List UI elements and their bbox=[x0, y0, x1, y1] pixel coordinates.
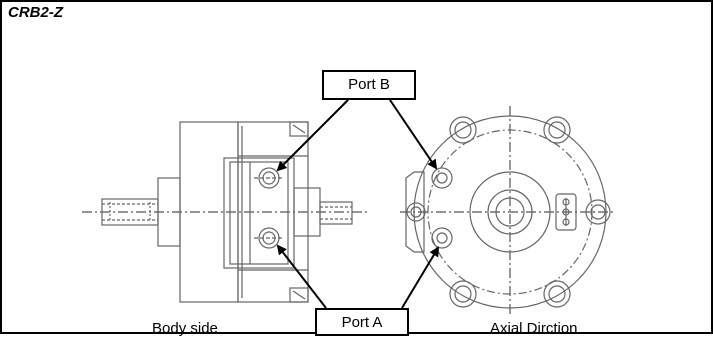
axial-direction-view bbox=[400, 106, 614, 316]
port-a-leader-axial bbox=[401, 246, 440, 309]
port-b-leader-axial bbox=[389, 99, 438, 170]
port-a-leader-body bbox=[276, 244, 327, 309]
body-side-view bbox=[82, 121, 370, 303]
axial-direction-label: Axial Dirction bbox=[490, 320, 578, 337]
port-b-leader-lines bbox=[276, 99, 438, 172]
port-a-callout: Port A bbox=[315, 308, 409, 336]
port-a-leader-lines bbox=[276, 244, 440, 309]
body-side-label: Body side bbox=[152, 320, 218, 337]
port-b-callout: Port B bbox=[322, 70, 416, 100]
port-b-leader-body bbox=[276, 99, 349, 172]
model-title: CRB2-Z bbox=[8, 4, 63, 21]
